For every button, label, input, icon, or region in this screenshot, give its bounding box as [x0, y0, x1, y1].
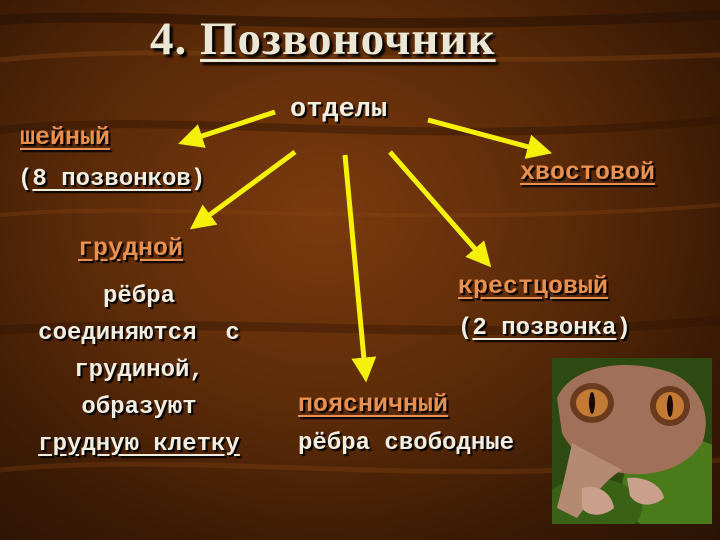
thoracic-line-1: рёбра	[102, 283, 175, 310]
sacral-note-close: )	[616, 315, 631, 342]
lumbar-heading: поясничный	[298, 390, 449, 419]
cervical-note-close: )	[190, 166, 206, 193]
sacral-note: (2 позвонка)	[458, 315, 631, 342]
thoracic-line-3: грудиной,	[74, 357, 204, 384]
slide-title: 4. Позвоночник	[150, 12, 496, 66]
sacral-note-text: 2 позвонка	[472, 315, 617, 342]
arrow-to-sacral	[388, 150, 492, 268]
cervical-heading: шейный	[20, 123, 111, 152]
arrow-to-cervical	[178, 109, 276, 148]
thoracic-line-2: соединяются с	[38, 320, 240, 347]
title-word: Позвоночник	[200, 13, 496, 65]
arrow-to-lumbar	[342, 154, 377, 383]
thoracic-heading: грудной	[78, 234, 184, 263]
cervical-note: (8 позвонков)	[18, 166, 205, 193]
lumbar-note: рёбра свободные	[298, 430, 515, 457]
cervical-note-open: (	[18, 166, 33, 193]
thoracic-line-5: грудную клетку	[38, 431, 240, 458]
thoracic-description: рёбра соединяются с грудиной, образуют г…	[14, 278, 264, 463]
sacral-note-open: (	[458, 315, 473, 342]
caudal-heading: хвостовой	[520, 158, 656, 187]
cervical-note-text: 8 позвонков	[32, 166, 191, 193]
gecko-photo	[552, 358, 712, 524]
title-number: 4.	[150, 13, 188, 65]
arrow-to-thoracic	[189, 149, 297, 230]
sacral-heading: крестцовый	[458, 272, 609, 301]
arrow-to-caudal	[427, 117, 553, 159]
thoracic-line-4: образуют	[81, 394, 197, 421]
center-label: отделы	[290, 95, 388, 125]
